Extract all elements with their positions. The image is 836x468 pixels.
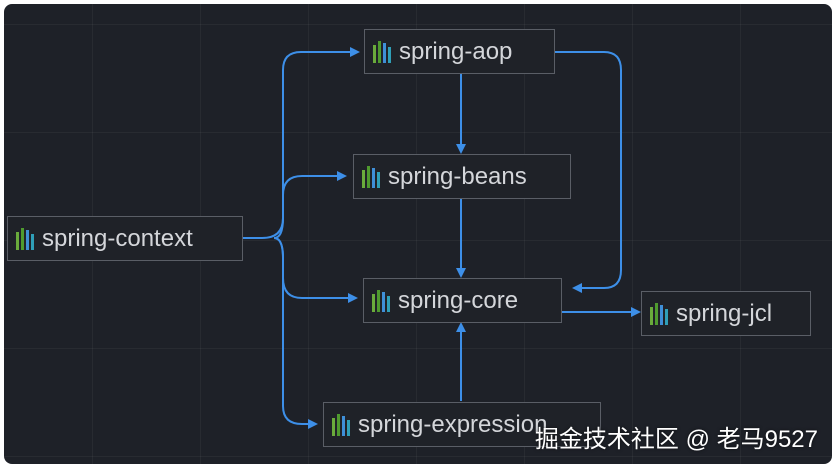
node-spring-context[interactable]: spring-context xyxy=(7,216,243,261)
library-icon xyxy=(650,302,668,325)
library-icon xyxy=(332,413,350,436)
dependency-edges xyxy=(242,47,641,429)
node-spring-expression[interactable]: spring-expression xyxy=(323,402,601,447)
node-label: spring-context xyxy=(42,224,193,252)
node-spring-core[interactable]: spring-core xyxy=(363,278,562,323)
node-label: spring-core xyxy=(398,286,519,314)
node-label: spring-aop xyxy=(399,37,513,65)
dependency-diagram: spring-aop spring-beans spring-context s… xyxy=(4,4,832,464)
edge-context-to-core xyxy=(273,237,358,303)
library-icon xyxy=(373,40,391,63)
node-spring-beans[interactable]: spring-beans xyxy=(353,154,571,199)
edge-context-to-beans xyxy=(273,171,347,239)
library-icon xyxy=(16,227,34,250)
edge-context-to-aop xyxy=(242,47,360,239)
watermark: 掘金技术社区 @ 老马9527 xyxy=(534,426,818,453)
node-spring-jcl[interactable]: spring-jcl xyxy=(641,291,811,336)
library-icon xyxy=(372,289,390,312)
node-label: spring-beans xyxy=(388,162,527,190)
edge-aop-to-core xyxy=(555,51,622,293)
node-spring-aop[interactable]: spring-aop xyxy=(364,29,555,74)
node-label: spring-expression xyxy=(358,410,548,438)
library-icon xyxy=(362,165,380,188)
node-label: spring-jcl xyxy=(676,299,773,327)
edge-context-to-expression xyxy=(273,237,318,429)
